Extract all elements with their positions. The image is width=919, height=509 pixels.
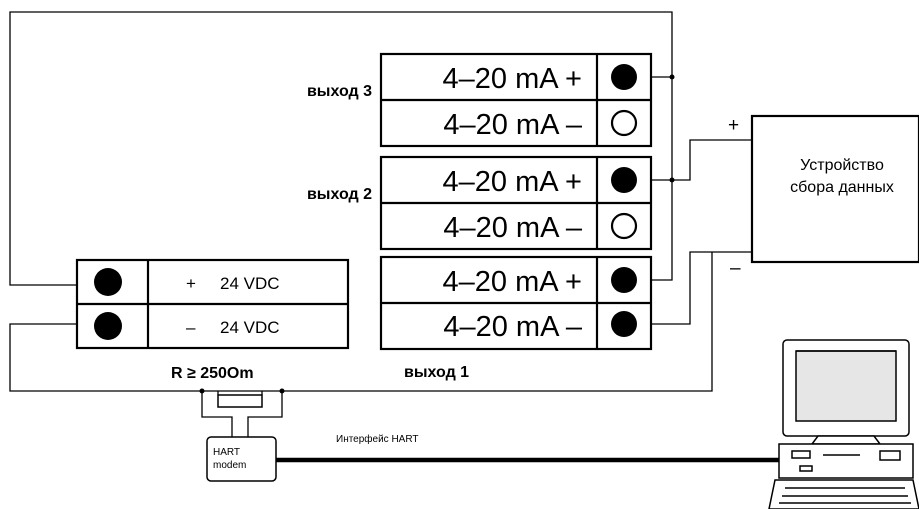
device-title-line1: Устройство xyxy=(800,157,884,174)
supply-plus-label: 24 VDC xyxy=(220,274,280,293)
hart-interface-label: Интерфейс HART xyxy=(336,433,419,445)
wire-modem-left xyxy=(201,391,233,437)
out1-plus-label: 4–20 mA + xyxy=(443,266,582,298)
resistor-icon xyxy=(217,394,263,408)
terminal-filled-icon xyxy=(611,311,637,337)
resistor-label: R ≥ 250Om xyxy=(171,365,254,382)
output-3-label: выход 3 xyxy=(307,83,372,100)
terminal-block-out3: 4–20 mA + 4–20 mA – xyxy=(379,52,653,148)
terminal-filled-icon xyxy=(611,167,637,193)
wire-supply-plus-loop xyxy=(9,11,673,286)
out1-minus-label: 4–20 mA – xyxy=(443,311,583,343)
terminal-filled-icon xyxy=(94,312,122,340)
output-2-label: выход 2 xyxy=(307,186,372,203)
data-acquisition-device: Устройство сбора данных xyxy=(750,114,919,264)
out3-plus-label: 4–20 mA + xyxy=(443,63,582,95)
hart-modem-line1: HART xyxy=(213,447,240,458)
terminal-filled-icon xyxy=(94,268,122,296)
power-supply-terminal: + 24 VDC – 24 VDC xyxy=(75,258,350,350)
computer-icon xyxy=(768,339,919,509)
supply-minus-label: 24 VDC xyxy=(220,318,280,337)
out2-plus-label: 4–20 mA + xyxy=(443,166,582,198)
out3-minus-label: 4–20 mA – xyxy=(443,109,583,141)
hart-modem-line2: modem xyxy=(213,460,246,471)
wire-modem-right xyxy=(247,391,283,437)
supply-plus-sign: + xyxy=(186,274,196,293)
wire-supply-minus-loop xyxy=(9,252,713,392)
terminal-filled-icon xyxy=(611,267,637,293)
terminal-block-out1: 4–20 mA + 4–20 mA – xyxy=(379,255,653,351)
terminal-open-icon xyxy=(610,109,638,137)
device-minus-sign: – xyxy=(730,258,741,279)
device-plus-sign: + xyxy=(728,115,739,136)
hart-modem: HART modem xyxy=(206,436,277,482)
supply-minus-sign: – xyxy=(186,318,196,337)
wires xyxy=(9,11,752,437)
output-1-label: выход 1 xyxy=(404,364,469,381)
terminal-filled-icon xyxy=(611,64,637,90)
out2-minus-label: 4–20 mA – xyxy=(443,212,583,244)
junction-dots xyxy=(199,74,675,394)
terminal-open-icon xyxy=(610,212,638,240)
wire-out1-minus-to-device xyxy=(634,251,752,325)
device-title-line2: сбора данных xyxy=(790,179,894,196)
terminal-block-out2: 4–20 mA + 4–20 mA – xyxy=(379,155,653,251)
wire-out2-plus-to-device xyxy=(634,139,752,181)
